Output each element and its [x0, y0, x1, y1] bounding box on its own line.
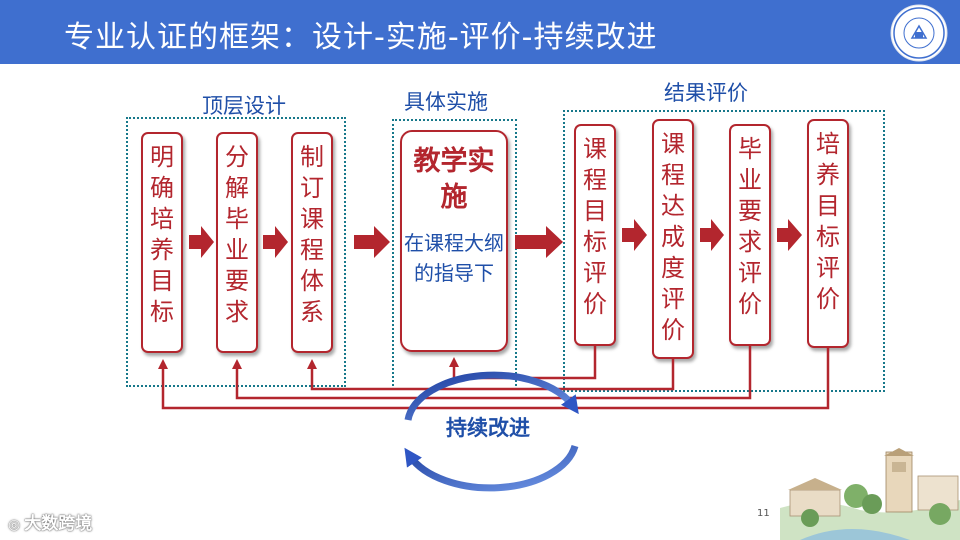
step-box-cultivation-goal-eval: 培养目标评价 [807, 119, 849, 348]
flow-arrow-icon [777, 219, 802, 251]
teaching-implementation-subtitle: 在课程大纲的指导下 [404, 231, 504, 285]
cycle-arrows-icon [404, 371, 579, 492]
step-box-graduation-requirements: 分解毕业要求 [216, 132, 258, 353]
step-label: 课程达成度评价 [661, 130, 685, 344]
watermark-logo-icon: ◎ [8, 517, 21, 533]
step-box-graduation-req-eval: 毕业要求评价 [729, 124, 771, 346]
flow-arrow-icon [515, 226, 563, 258]
step-box-course-attainment-eval: 课程达成度评价 [652, 119, 694, 359]
step-box-cultivation-goals: 明确培养目标 [141, 132, 183, 353]
step-label: 明确培养目标 [150, 143, 174, 326]
flow-arrow-icon [700, 219, 724, 251]
watermark: ◎大数跨境 [8, 509, 92, 534]
step-box-curriculum-system: 制订课程体系 [291, 132, 333, 353]
campus-illustration-icon [780, 448, 960, 540]
step-label: 分解毕业要求 [225, 143, 249, 326]
header-bar: 专业认证的框架：设计-实施-评价-持续改进 [0, 0, 960, 64]
page-number: 11 [757, 508, 770, 519]
continuous-improvement-label: 持续改进 [446, 416, 530, 440]
top-design-label: 顶层设计 [202, 94, 286, 118]
step-box-course-objective-eval: 课程目标评价 [574, 124, 616, 346]
implementation-label: 具体实施 [404, 90, 488, 114]
step-label: 制订课程体系 [300, 143, 324, 326]
flow-arrow-icon [622, 219, 647, 251]
teaching-implementation-box: 教学实施 在课程大纲的指导下 [400, 130, 508, 352]
step-label: 课程目标评价 [583, 135, 607, 318]
step-label: 培养目标评价 [816, 130, 840, 313]
flow-arrows [189, 219, 802, 258]
slide-title: 专业认证的框架：设计-实施-评价-持续改进 [64, 20, 658, 55]
evaluation-label: 结果评价 [664, 81, 748, 105]
flow-arrow-icon [263, 226, 288, 258]
flow-arrow-icon [189, 226, 214, 258]
flow-arrow-icon [354, 226, 390, 258]
teaching-implementation-title: 教学实施 [413, 146, 495, 213]
watermark-text: 大数跨境 [24, 514, 93, 534]
evaluation-frame [563, 110, 885, 392]
feedback-lines [158, 346, 830, 410]
university-seal-icon [890, 4, 948, 62]
step-label: 毕业要求评价 [738, 135, 762, 318]
